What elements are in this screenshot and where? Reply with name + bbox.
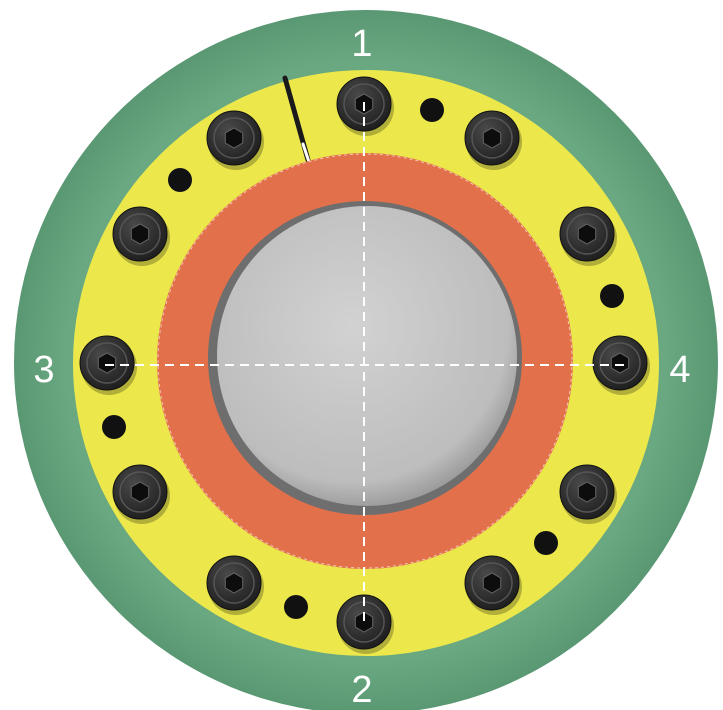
hole-icon [420,98,444,122]
label-left: 3 [33,349,54,391]
hex-socket-bolt-icon [112,206,170,266]
hex-socket-bolt-icon [464,555,522,615]
shaft [217,206,517,506]
label-bottom: 2 [351,669,372,710]
bolt-group [79,76,650,654]
hole-group [102,98,624,619]
label-top: 1 [351,23,372,65]
hole-icon [534,531,558,555]
hex-socket-bolt-icon [112,464,170,524]
hex-socket-bolt-icon [559,206,617,266]
hole-icon [600,284,624,308]
hex-socket-bolt-icon [464,110,522,170]
hole-icon [168,168,192,192]
hex-socket-bolt-icon [559,464,617,524]
hex-socket-bolt-icon [79,335,137,395]
hex-socket-bolt-icon [206,555,264,615]
hex-socket-bolt-icon [592,335,650,395]
split-slot-highlight [301,142,311,164]
label-right: 4 [669,349,690,391]
hex-socket-bolt-icon [336,594,394,654]
hole-icon [102,415,126,439]
hole-icon [284,595,308,619]
hex-socket-bolt-icon [206,110,264,170]
